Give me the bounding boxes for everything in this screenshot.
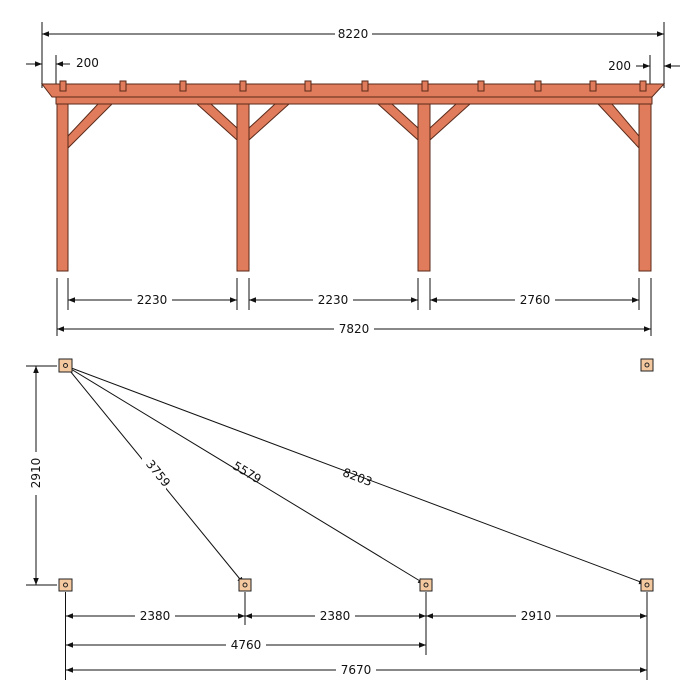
span-2-label: 2230 — [318, 293, 349, 307]
purlin-blocks — [59, 80, 647, 92]
plate-front-2 — [238, 578, 252, 592]
posts — [56, 103, 652, 272]
post-plates — [58, 358, 654, 592]
dimension-depth — [26, 365, 57, 586]
plate-front-3 — [419, 578, 433, 592]
elevation-view: 8220 200 200 — [26, 22, 680, 336]
plate-back-left — [58, 358, 73, 373]
diagonal-3-label: 8203 — [341, 465, 375, 489]
post-1 — [56, 103, 69, 272]
dimension-overhang-left — [26, 55, 70, 88]
plate-front-4 — [640, 578, 654, 592]
cumulative-2-label: 4760 — [231, 638, 262, 652]
roof-beam — [40, 83, 666, 98]
total-label: 7670 — [341, 663, 372, 677]
overhang-right-label: 200 — [608, 59, 631, 73]
dimension-spans — [67, 278, 640, 310]
dimension-overall-width — [41, 22, 665, 88]
spacing-2-label: 2380 — [320, 609, 351, 623]
spacing-3-label: 2910 — [521, 609, 552, 623]
knee-braces — [67, 103, 640, 150]
head-beam — [55, 96, 653, 105]
dimension-overhang-right — [636, 55, 680, 88]
span-3-label: 2760 — [520, 293, 551, 307]
post-2 — [236, 103, 250, 272]
depth-label: 2910 — [29, 458, 43, 489]
dimension-post-outer-width — [56, 278, 652, 336]
post-outer-width-label: 7820 — [339, 322, 370, 336]
plate-front-1 — [58, 578, 73, 592]
plate-back-right — [640, 358, 654, 372]
overall-width-label: 8220 — [338, 27, 369, 41]
overhang-left-label: 200 — [76, 56, 99, 70]
span-1-label: 2230 — [137, 293, 168, 307]
post-3 — [417, 103, 431, 272]
spacing-1-label: 2380 — [140, 609, 171, 623]
diagonal-2-label: 5579 — [230, 459, 263, 487]
post-4 — [638, 103, 652, 272]
plan-view: 3759 5579 8203 2910 — [26, 358, 654, 680]
